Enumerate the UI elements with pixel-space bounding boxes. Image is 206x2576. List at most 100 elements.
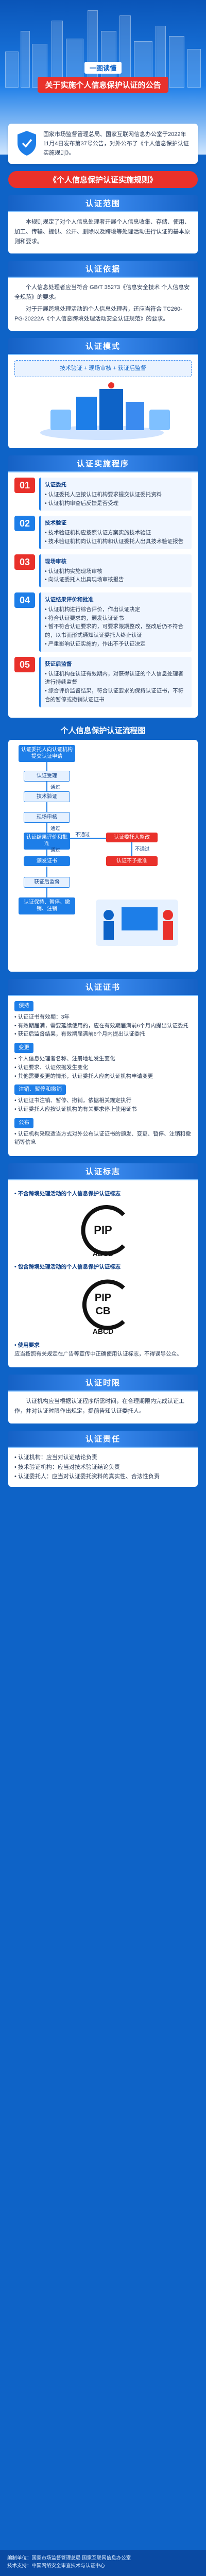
mark2-mid-text: CB [96,1306,111,1317]
flow-onsite: 现场审核 [24,811,70,823]
cert-line: • 认证要求、认证依据发生变化 [14,1064,89,1071]
mark-use-text: 应当按照有关规定在广告等宣传中正确使用认证标志，不得误导公众。 [14,1350,182,1357]
process-step: 04 认证结果评价和批准 • 认证机构进行综合评价，作出认证决定 • 符合认证要求的，… [14,592,192,652]
step-number: 05 [14,656,35,672]
section-heading: 认证时限 [8,1375,198,1392]
section-mode: 认证模式 技术验证 + 现场审核 + 获证后监督 [8,338,198,448]
step-line: • 认证机构审查后反馈是否受理 [45,500,119,506]
cert-tag: 保持 [14,1001,33,1011]
mark-use-title: • 使用要求 [14,1342,40,1348]
step-content: 认证结果评价和批准 • 认证机构进行综合评价，作出认证决定 • 符合认证要求的，颁发… [39,592,192,652]
section-heading: 认证标志 [8,1163,198,1181]
mode-text: 技术验证 + 现场审核 + 获证后监督 [14,360,192,377]
section-time: 认证时限 认证机构应当根据认证程序所需时间，在合理期限内完成认证工作，并对认证时… [8,1375,198,1423]
people-illustration [96,899,178,946]
mark2-top-text: PIP [95,1292,111,1303]
step-title: 认证结果评价和批准 [45,597,94,603]
time-text: 认证机构应当根据认证程序所需时间，在合理期限内完成认证工作，并对认证时限作出规定… [14,1398,184,1415]
step-line: • 认证机构进行综合评价，作出认证决定 [45,606,141,613]
flow-title: 个人信息保护认证流程图 [60,726,146,735]
step-content: 技术验证• 技术验证机构应按照认证方案实施技术验证• 技术验证机构向认证机构和认… [39,516,192,549]
flow-pass-2: 通过 [50,825,61,832]
mark-no-cross-caption: • 不含跨境处理活动的个人信息保护认证标志 [14,1191,121,1197]
step-line: • 认证机构实施现场审核 [45,568,102,574]
section-cert: 认证证书 保持 • 认证证书有效期：3年 • 有效期届满，需要延续使用的，应在有效期… [8,978,198,1157]
duty-list: • 认证机构：应当对认证结论负责 • 技术验证机构：应当对技术验证结论负责 • 认证… [8,1447,198,1487]
duty-line: • 技术验证机构：应当对技术验证结论负责 [14,1464,120,1470]
duty-line: • 认证委托人：应当对认证委托资料的真实性、合法性负责 [14,1473,160,1480]
pip-logo-icon: PIP ABCD [81,1205,125,1258]
footer-line-2: 技术支持：中国网络安全审查技术与认证中心 [7,2563,106,2569]
cert-line: • 认证机构采取适当方式对外公布认证证书的颁发、变更、暂停、注销和撤销等信息 [14,1130,191,1146]
cert-line: • 个人信息处理者名称、注册地址发生变化 [14,1055,115,1062]
process-step: 05 获证后监督 • 认证机构在认证有效期内，对获得认证的个人信息处理者进行持续监督… [14,656,192,707]
cert-line: • 认证证书注销、暂停、撤销，依据相关规定执行 [14,1097,132,1104]
section-heading: 认证责任 [8,1430,198,1448]
basis-text-2: 对于开展跨境处理活动的个人信息处理者，还应当符合 TC260-PG-20222A… [14,306,182,322]
step-line: • 暂不符合认证要求的，可要求限期整改，整改后仍不符合的，以书面形式通知认证委托… [45,623,184,639]
step-number: 04 [14,592,35,608]
cert-line: • 其他需要变更的情形，认证委托人应向认证机构申请变更 [14,1073,153,1079]
step-number: 03 [14,554,35,570]
flow-pass-1: 通过 [50,784,61,790]
cert-item: 变更 • 个人信息处理者名称、注册地址发生变化 • 认证要求、认证依据发生变化 • 其… [14,1043,192,1080]
step-title: 获证后监督 [45,660,72,667]
cert-items: 保持 • 认证证书有效期：3年 • 有效期届满，需要延续使用的，应在有效期届满前6个… [8,995,198,1157]
step-line: • 向认证委托人出具现场审核报告 [45,577,124,583]
cert-item: 注销、暂停和撤销 • 认证证书注销、暂停、撤销，依据相关规定执行 • 认证委托人应按… [14,1084,192,1113]
section-scope: 认证范围 本规则规定了对个人信息处理者开展个人信息收集、存储、使用、加工、传输、… [8,195,198,254]
flow-pass-3: 通过 [50,847,61,853]
flow-accept: 认证受理 [24,770,70,782]
city-skyline-illustration [0,5,206,88]
section-heading: 认证实施程序 [8,455,198,472]
flow-chart: 认证委托人向认证机构提交认证申请 认证受理 通过 技术验证 现场审核 通过 认证… [8,739,198,972]
step-line: • 技术验证机构应按照认证方案实施技术验证 [45,530,151,536]
pip-cb-logo-icon: PIP CB ABCD [82,1279,125,1335]
notice-text: 国家市场监督管理总局、国家互联网信息办公室于2022年11月4日发布第37号公告… [43,131,189,157]
mark-cross-caption: • 包含跨境处理活动的个人信息保护认证标志 [14,1264,121,1270]
section-duty: 认证责任 • 认证机构：应当对认证结论负责 • 技术验证机构：应当对技术验证结论负… [8,1430,198,1487]
cert-line: • 有效期届满，需要延续使用的，应在有效期届满前6个月内提出认证委托 [14,1022,188,1029]
section-marks: 认证标志 • 不含跨境处理活动的个人信息保护认证标志 PIP ABCD • 包含… [8,1163,198,1368]
notice-card: 国家市场监督管理总局、国家互联网信息办公室于2022年11月4日发布第37号公告… [8,124,198,164]
flow-cert: 颁发证书 [24,856,70,867]
flow-fail: 不通过 [75,832,90,838]
duty-line: • 认证机构：应当对认证结论负责 [14,1454,97,1461]
footer-line-1: 编制单位：国家市场监督管理总局 国家互联网信息办公室 [7,2555,131,2561]
hero-title: 一图读懂 关于实施个人信息保护认证的公告 [0,62,206,93]
cert-tag: 变更 [14,1043,33,1053]
flow-apply: 认证委托人向认证机构提交认证申请 [19,744,75,762]
step-line: • 认证委托人应按认证机构要求提交认证委托资料 [45,491,162,498]
flow-rectify: 认证委托人整改 [106,832,158,843]
step-number: 01 [14,477,35,493]
flow-maintain: 认证保持、暂停、撤销、注销 [19,897,75,914]
section-heading: 认证模式 [8,338,198,355]
step-line: • 严重影响认证实施的，作出不予认证决定 [45,641,146,648]
cert-tag: 公布 [14,1117,33,1128]
cert-line: • 认证证书有效期：3年 [14,1013,70,1020]
step-line: • 符合认证要求的，颁发认证证书 [45,615,124,621]
flow-tech: 技术验证 [24,791,70,803]
cert-line: • 认证委托人应按认证机构的有关要求停止使用证书 [14,1106,137,1112]
basis-text-1: 个人信息处理者应当符合 GB/T 35273《信息安全技术 个人信息安全规范》的… [14,284,190,301]
hero-headline: 关于实施个人信息保护认证的公告 [38,77,168,93]
server-illustration [14,381,192,443]
flow-supervise: 获证后监督 [24,876,70,888]
rules-title: 《个人信息保护认证实施规则》 [8,171,198,189]
section-heading: 认证证书 [8,978,198,996]
cert-item: 保持 • 认证证书有效期：3年 • 有效期届满，需要延续使用的，应在有效期届满前6个… [14,1001,192,1039]
mark1-bottom-text: ABCD [93,1249,113,1258]
cert-tag: 注销、暂停和撤销 [14,1084,66,1095]
cert-line: • 获证后监督结果，有效期届满前6个月内提出认证委托 [14,1031,145,1038]
mark1-top-text: PIP [94,1224,112,1236]
flow-fail-2: 不通过 [135,846,150,852]
cert-item: 公布 • 认证机构采取适当方式对外公布认证证书的颁发、变更、暂停、注销和撤销等信息 [14,1117,192,1147]
step-line: • 认证机构在认证有效期内，对获得认证的个人信息处理者进行持续监督 [45,670,184,686]
step-line: • 技术验证机构向认证机构和认证委托人出具技术验证报告 [45,538,184,545]
